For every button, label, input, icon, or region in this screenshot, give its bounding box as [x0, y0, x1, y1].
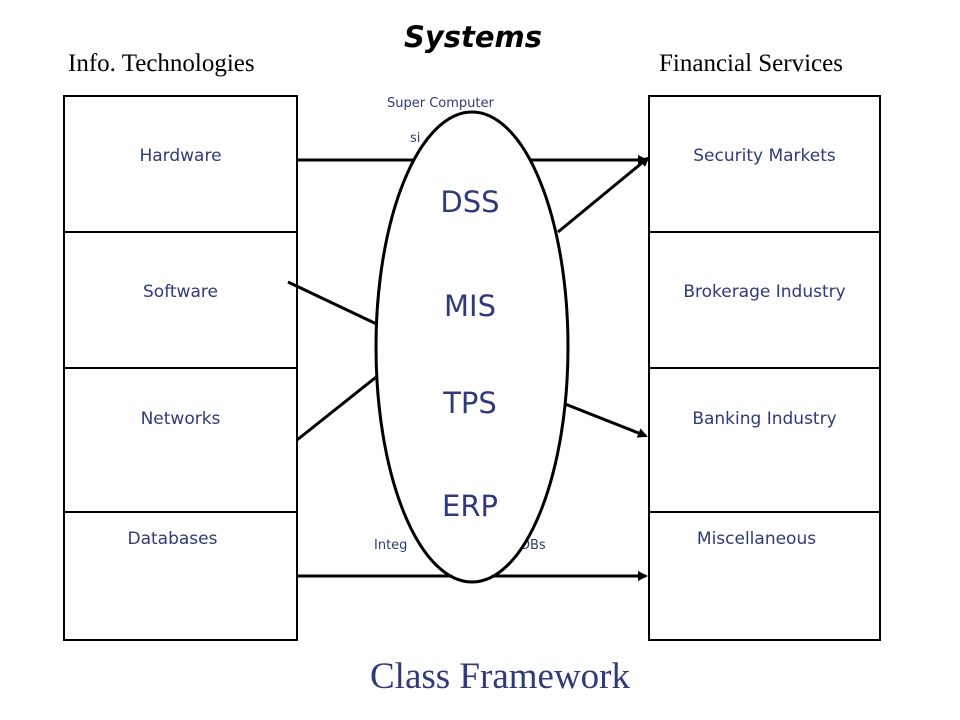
ellipse-to-banking-arrow	[559, 400, 648, 438]
right-box-security-markets: Security Markets	[693, 146, 836, 166]
system-mis: MIS	[444, 289, 496, 323]
top-label-fragment: si	[410, 131, 421, 146]
left-column-boxes	[63, 95, 298, 641]
page-title: Systems	[403, 20, 543, 54]
left-box-networks: Networks	[140, 409, 221, 429]
integrated-label-fragment: Integ	[374, 538, 408, 553]
systems-ellipse	[374, 110, 570, 584]
software-connector-line	[287, 280, 386, 330]
left-box-software: Software	[143, 282, 218, 302]
left-box-hardware: Hardware	[139, 146, 222, 166]
system-tps: TPS	[443, 386, 497, 420]
system-erp: ERP	[442, 489, 498, 523]
super-computer-label: Super Computer	[387, 96, 494, 111]
right-column-boxes	[648, 95, 881, 641]
right-box-brokerage-industry: Brokerage Industry	[683, 282, 846, 302]
system-dss: DSS	[440, 185, 500, 219]
ellipse-to-security-arrow	[557, 156, 650, 234]
right-box-banking-industry: Banking Industry	[692, 409, 837, 429]
left-box-databases: Databases	[127, 529, 218, 549]
left-column-title: Info. Technologies	[68, 50, 255, 77]
connectors	[287, 155, 650, 581]
right-box-miscellaneous: Miscellaneous	[696, 529, 817, 549]
right-column-title: Financial Services	[659, 50, 843, 77]
footer-caption: Class Framework	[370, 656, 630, 697]
networks-connector-line	[296, 368, 386, 442]
